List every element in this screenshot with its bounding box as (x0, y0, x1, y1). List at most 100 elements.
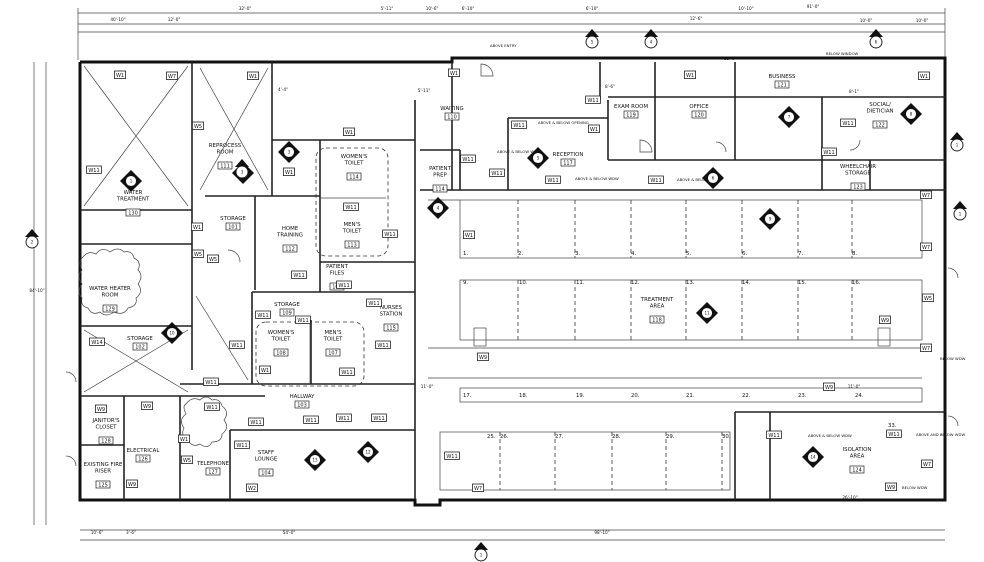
room-name: ELECTRICAL (127, 448, 160, 454)
room-number: 122 (875, 123, 885, 129)
room-name: WAITING (440, 106, 463, 112)
elevation-marker-number: 3 (288, 150, 291, 155)
window-tag-frame (86, 165, 102, 174)
window-tag-frame (684, 70, 697, 79)
dimension-label: 5'-11" (381, 6, 394, 11)
window-tag: W11 (255, 310, 271, 319)
bay-numbers: 1.2.3.4.5.6.7.8.9.10.11.12.13.14.15.16.1… (463, 251, 897, 440)
room-number-box: 109 (279, 308, 295, 317)
window-tag-label: W7 (923, 462, 931, 468)
room-number-box: 102 (132, 342, 148, 351)
room-number: 102 (135, 345, 145, 351)
window-tag: W1 (918, 71, 931, 80)
window-tag-frame (460, 154, 476, 163)
window-tag-frame (140, 401, 153, 410)
dimension-label: 6'-10" (462, 6, 475, 11)
window-tag-frame (920, 242, 933, 251)
window-tag: W7 (921, 459, 934, 468)
elevation-marker-circle (166, 327, 178, 339)
room-number: 129 (105, 307, 115, 313)
window-tag: W11 (203, 377, 219, 386)
room-number: 120 (694, 113, 704, 119)
window-tag-label: W11 (547, 178, 558, 184)
window-tag: W9 (126, 479, 139, 488)
room-number: 108 (276, 351, 286, 357)
window-tag: W11 (821, 147, 837, 156)
elevation-marker: 1 (120, 170, 142, 192)
elevation-marker: 8 (900, 103, 922, 125)
section-callout: 4 (644, 29, 658, 49)
window-tag-frame (336, 413, 352, 422)
top-dimension-lines (77, 8, 946, 60)
window-tag: W11 (343, 202, 359, 211)
room-name: STORAGE (127, 336, 153, 342)
window-tag-label: W9 (479, 355, 487, 361)
dimension-label: 32'-0" (239, 6, 252, 11)
room-number-frame (444, 112, 460, 121)
window-tag-frame (840, 118, 856, 127)
window-tag-frame (95, 404, 108, 413)
dimension-label: 11'-6" (724, 56, 737, 61)
room-number: 109 (282, 311, 292, 317)
elevation-marker-number: 11 (704, 311, 710, 316)
window-tag: W11 (545, 175, 561, 184)
section-callout-circle (950, 138, 964, 152)
section-callout: 3 (235, 159, 249, 179)
window-tag: W2 (245, 483, 258, 492)
dimension-label: 8'-6" (605, 84, 615, 89)
window-tag-label: W11 (205, 380, 216, 386)
window-tag-frame (246, 71, 259, 80)
window-tag-frame (177, 434, 190, 443)
window-tag: W11 (234, 440, 250, 449)
section-callout: 1 (953, 201, 967, 221)
window-tag: W11 (840, 118, 856, 127)
window-tag-frame (339, 367, 355, 376)
room-number-frame (560, 158, 576, 167)
room-number-frame (98, 436, 114, 445)
window-tag-frame (295, 315, 311, 324)
room-name: SOCIAL/DIETICIAN (866, 102, 893, 115)
window-tag-frame (921, 459, 934, 468)
room-number-frame (273, 348, 289, 357)
window-tag-label: W5 (183, 458, 191, 464)
plan-note: BELOW WINDOW (826, 51, 859, 56)
window-tag-label: W11 (345, 205, 356, 211)
elevation-marker-number: 5 (537, 156, 540, 161)
window-tag-label: W9 (128, 482, 136, 488)
section-callout-arrow (474, 542, 488, 550)
dimension-label: 40'-10" (110, 17, 125, 22)
window-tag-label: W5 (194, 124, 202, 130)
window-tag: W7 (920, 190, 933, 199)
dimension-label: 10'-6" (91, 530, 104, 535)
window-tag: W11 (648, 175, 664, 184)
elevation-marker-circle (532, 152, 544, 164)
room-number: 113 (347, 243, 357, 249)
elevation-marker: 5 (527, 147, 549, 169)
elevation-marker: 3 (278, 141, 300, 163)
ceiling-diagonals (83, 65, 269, 393)
bay-number: 19. (576, 393, 585, 399)
window-tag: W14 (89, 337, 105, 346)
elevation-marker-circle (362, 446, 374, 458)
section-callout-arrow (950, 132, 964, 140)
elevation-markers: 1234567891011121314 (120, 103, 922, 471)
room-number-box: 107 (325, 348, 341, 357)
elevation-marker-circle (432, 202, 444, 214)
section-callout-arrow (585, 29, 599, 37)
window-tag-label: W1 (261, 368, 269, 374)
window-tag-label: W1 (686, 73, 694, 79)
room-name: RECEPTION (553, 152, 584, 158)
room-number-box: 126 (135, 454, 151, 463)
room-number: 125 (98, 483, 108, 489)
